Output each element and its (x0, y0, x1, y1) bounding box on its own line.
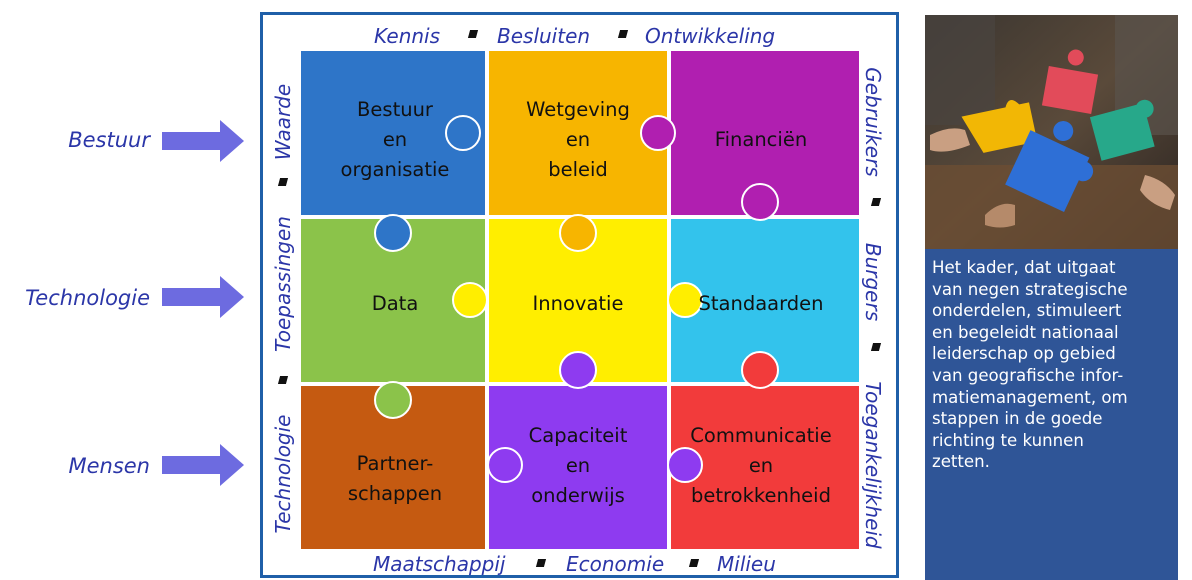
puzzle-knob (667, 282, 703, 318)
puzzle-knob (559, 351, 597, 389)
tile-label-wetgeving-en-beleid: Wetgeving en beleid (488, 95, 668, 185)
puzzle-knob (445, 115, 481, 151)
right-label-gebruikers: Gebruikers (861, 67, 885, 177)
tile-label-line: Partner- (356, 452, 434, 475)
tile-label-line: Capaciteit (528, 424, 628, 447)
left-label-toepassingen: Toepassingen (271, 216, 295, 352)
caption-line: onderdelen, stimuleert (932, 301, 1122, 321)
bottom-label-milieu: Milieu (717, 552, 776, 576)
row-label-bestuur: Bestuur (68, 128, 150, 152)
tile-label-line: schappen (347, 482, 443, 505)
puzzle-knob (640, 115, 676, 151)
arrow-right-icon (162, 276, 244, 318)
top-label-besluiten: Besluiten (497, 24, 591, 48)
puzzle-photo (925, 15, 1178, 249)
tile-label-communicatie-en-betrokkenheid: Communicatie en betrokkenheid (671, 421, 851, 511)
tile-label-data: Data (305, 289, 485, 319)
bottom-label-maatschappij: Maatschappij (373, 552, 506, 576)
row-label-mensen: Mensen (68, 454, 150, 478)
tile-label-line: Standaarden (698, 292, 824, 315)
tile-label-line: betrokkenheid (691, 484, 831, 507)
arrow-right-icon (162, 444, 244, 486)
caption-line: zetten. (932, 452, 990, 472)
puzzle-grid (300, 50, 860, 550)
puzzle-knob (741, 351, 779, 389)
right-label-burgers: Burgers (861, 242, 885, 322)
arrow-right-icon (162, 120, 244, 162)
caption-line: matiemanagement, om (932, 387, 1128, 407)
caption-box: Het kader, dat uitgaat van negen strateg… (925, 249, 1178, 580)
tile-label-line: Bestuur (357, 98, 433, 121)
bottom-label-economie: Economie (566, 552, 665, 576)
tile-label-line: Wetgeving (526, 98, 630, 121)
tile-label-line: en (565, 454, 591, 477)
tile-label-line: onderwijs (531, 484, 625, 507)
tile-label-innovatie: Innovatie (488, 289, 668, 319)
puzzle-knob (374, 381, 412, 419)
caption-line: en begeleidt nationaal (932, 322, 1119, 342)
puzzle-knob (741, 183, 779, 221)
tile-label-line: beleid (548, 158, 608, 181)
tile-label-line: Financiën (714, 128, 808, 151)
tile-label-line: Data (371, 292, 419, 315)
caption-line: van geografische infor- (932, 365, 1124, 385)
top-label-kennis: Kennis (374, 24, 441, 48)
tile-label-financien: Financiën (671, 125, 851, 155)
tile-label-line: Communicatie (690, 424, 832, 447)
tile-label-line: en (748, 454, 774, 477)
right-label-toegankelijkheid: Toegankelijkheid (861, 381, 885, 549)
tile-label-standaarden: Standaarden (671, 289, 851, 319)
tile-label-capaciteit-en-onderwijs: Capaciteit en onderwijs (488, 421, 668, 511)
tile-label-line: Innovatie (532, 292, 624, 315)
caption-line: van negen strategische (932, 279, 1128, 299)
puzzle-tile-wetgeving (487, 50, 669, 217)
top-label-ontwikkeling: Ontwikkeling (645, 24, 776, 48)
tile-label-line: en (565, 128, 591, 151)
puzzle-knob (559, 214, 597, 252)
puzzle-knob (452, 282, 488, 318)
puzzle-knob (487, 447, 523, 483)
tile-label-partnerschappen: Partner- schappen (305, 449, 485, 509)
caption-line: richting te kunnen (932, 430, 1084, 450)
puzzle-knob (374, 214, 412, 252)
caption-line: Het kader, dat uitgaat (932, 258, 1116, 277)
caption-line: stappen in de goede (932, 409, 1103, 429)
framework-frame (260, 12, 899, 578)
row-label-technologie: Technologie (25, 286, 150, 310)
left-label-waarde: Waarde (271, 83, 295, 161)
left-label-technologie: Technologie (271, 414, 295, 534)
caption-line: leiderschap op gebied (932, 344, 1116, 364)
tile-label-line: organisatie (340, 158, 450, 181)
tile-label-bestuur-en-organisatie: Bestuur en organisatie (305, 95, 485, 185)
tile-label-line: en (382, 128, 408, 151)
puzzle-knob (667, 447, 703, 483)
